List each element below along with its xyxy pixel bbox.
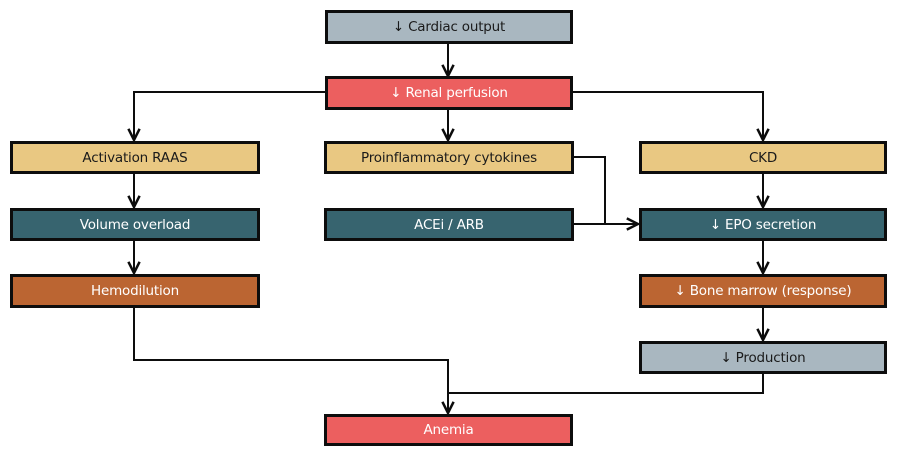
node-cardiac-output: ↓ Cardiac output: [325, 10, 573, 44]
node-hemodilution: Hemodilution: [10, 274, 260, 308]
edge-hemodilution-to-anemia: [133, 308, 448, 413]
node-acei-arb: ACEi / ARB: [324, 208, 574, 241]
edge-renal-perfusion-to-activation-raas: [134, 91, 325, 140]
edge-renal-perfusion-to-ckd: [572, 91, 763, 140]
node-bone-marrow: ↓ Bone marrow (response): [639, 274, 887, 308]
node-anemia: Anemia: [324, 414, 573, 446]
node-proinflammatory-cytokines: Proinflammatory cytokines: [324, 141, 574, 174]
node-ckd: CKD: [639, 141, 887, 174]
node-activation-raas: Activation RAAS: [10, 141, 260, 174]
edge-production-to-anemia: [448, 373, 764, 394]
node-volume-overload: Volume overload: [10, 208, 260, 241]
node-epo-secretion: ↓ EPO secretion: [639, 208, 887, 241]
edge-cytokines-to-epo-secretion: [573, 156, 606, 224]
node-production: ↓ Production: [639, 341, 887, 374]
node-renal-perfusion: ↓ Renal perfusion: [325, 76, 573, 110]
